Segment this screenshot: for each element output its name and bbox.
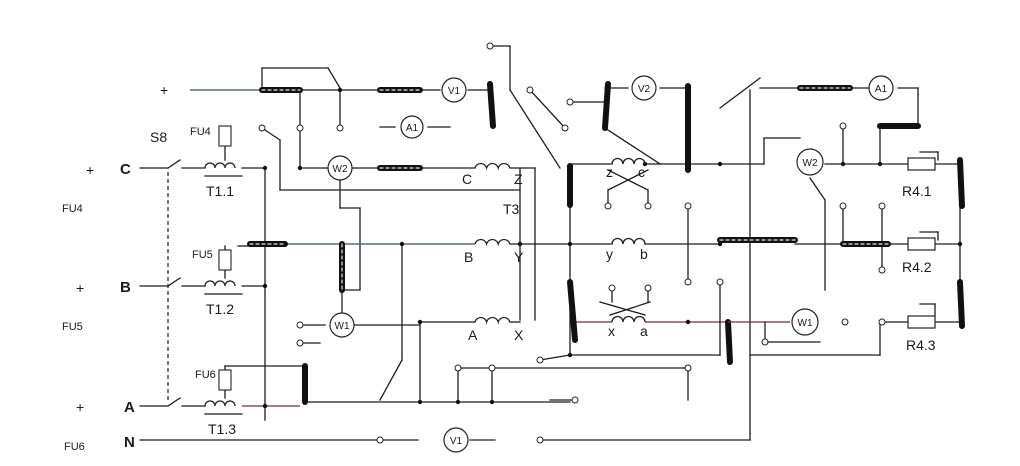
transformer-t1-1 [204, 162, 243, 177]
winding-X-label: X [514, 327, 524, 343]
right-wiring [719, 87, 961, 356]
fuse-fu5 [218, 249, 232, 271]
plug-links-left [247, 81, 496, 405]
meter-w2-right: W2 [796, 148, 824, 176]
transformer-t3-secondary [611, 157, 646, 323]
resistor-r4-3-label: R4.3 [906, 337, 936, 353]
phase-b-sign: + [76, 280, 84, 296]
phase-c-label: C [120, 161, 131, 178]
plug-links-right [797, 85, 965, 329]
winding-x-label: x [608, 323, 615, 339]
meter-v1-bottom: V1 [443, 427, 469, 453]
transformer-t3-primary [474, 162, 511, 325]
top-plus-sign: + [160, 82, 168, 98]
winding-c-label: c [638, 164, 645, 180]
transformer-t3-label: T3 [503, 201, 520, 217]
meter-a1-right-label: A1 [875, 84, 888, 95]
meter-v2-label: V2 [638, 84, 651, 95]
meter-v2: V2 [631, 75, 657, 101]
meter-a1-left: A1 [400, 115, 424, 139]
plug-links-center [567, 81, 798, 365]
terminals [258, 42, 886, 444]
winding-B-label: B [464, 249, 473, 265]
resistor-r4-2 [907, 237, 936, 251]
fuse-fu4-label: FU4 [190, 126, 211, 138]
neutral-label: N [124, 434, 135, 451]
transformer-t1-2 [204, 280, 243, 295]
meter-a1-right: A1 [868, 75, 894, 101]
transformer-t1-1-label: T1.1 [206, 183, 234, 199]
fuse-fu4-side-label: FU4 [62, 203, 83, 215]
winding-Z-label: Z [514, 171, 523, 187]
top-left-wiring [190, 45, 561, 291]
meter-w2-left-label: W2 [333, 164, 348, 175]
resistor-r4-3 [907, 315, 936, 329]
fuse-fu6-side-label: FU6 [64, 441, 85, 453]
fuse-fu4 [218, 125, 232, 147]
switch-label: S8 [150, 129, 167, 145]
winding-y-label: y [606, 246, 613, 262]
resistor-r4-1 [907, 157, 936, 171]
labels: + + C + B + A N S8 FU4 FU5 FU6 FU4 FU5 F… [62, 82, 936, 453]
meter-a1-left-label: A1 [406, 123, 419, 134]
resistor-r4-1-label: R4.1 [902, 183, 932, 199]
transformer-t1-2-label: T1.2 [206, 301, 234, 317]
middle-wiring [265, 167, 571, 403]
meter-w1-right: W1 [791, 308, 819, 336]
winding-C-label: C [462, 171, 472, 187]
meter-w2-right-label: W2 [803, 158, 818, 169]
meter-v1-top-label: V1 [448, 86, 461, 97]
transformer-t1-3 [204, 400, 243, 415]
phase-b-label: B [120, 279, 131, 296]
phase-a-label: A [124, 399, 135, 416]
transformer-t1-3-label: T1.3 [208, 421, 236, 437]
meter-v1-top: V1 [441, 77, 467, 103]
meter-v1-bottom-label: V1 [450, 436, 463, 447]
meter-w2-left: W2 [327, 155, 353, 181]
resistor-r4-2-label: R4.2 [902, 259, 932, 275]
winding-Y-label: Y [514, 249, 524, 265]
winding-b-label: b [640, 246, 648, 262]
fuse-fu5-label: FU5 [192, 249, 213, 261]
meter-w1-left-label: W1 [335, 321, 350, 332]
center-wiring [379, 77, 801, 441]
winding-z-label: z [606, 164, 613, 180]
phase-c-sign: + [86, 162, 94, 178]
phase-a-sign: + [76, 399, 84, 415]
winding-a-label: a [640, 323, 648, 339]
meter-w1-right-label: W1 [798, 318, 813, 329]
meter-w1-left: W1 [329, 312, 355, 338]
winding-A-label: A [468, 327, 478, 343]
junctions [262, 87, 963, 409]
fuse-fu6-label: FU6 [195, 369, 216, 381]
fuse-fu6 [218, 369, 232, 391]
fuse-fu5-side-label: FU5 [62, 321, 83, 333]
